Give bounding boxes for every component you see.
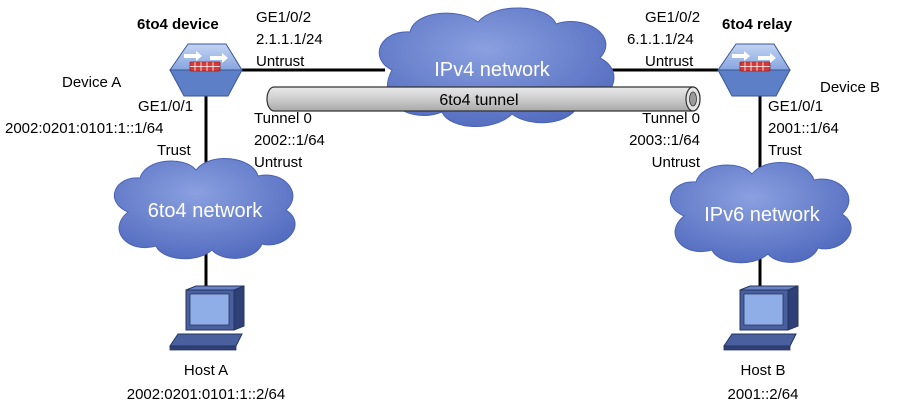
- 6to4-tunnel-pipe: [266, 86, 701, 112]
- device-a-tunnel-zone: Untrust: [254, 154, 303, 171]
- device-b-ge1-interface: GE1/0/1: [768, 98, 823, 115]
- ipv6-network-cloud: [670, 162, 852, 264]
- host-a-ip: 2002:0201:0101:1::2/64: [127, 386, 285, 403]
- device-b-name: Device B: [820, 79, 880, 96]
- 6to4-tunnel-label: 6to4 tunnel: [439, 92, 518, 109]
- device-a-firewall-icon[interactable]: [169, 43, 243, 97]
- device-b-ge2-ip: 6.1.1.1/24: [627, 31, 694, 48]
- device-b-ge2-zone: Untrust: [645, 53, 694, 70]
- 6to4-network-label: 6to4 network: [148, 200, 264, 222]
- host-a-computer-icon[interactable]: [169, 285, 245, 351]
- device-a-ge2-interface: GE1/0/2: [256, 9, 311, 26]
- device-b-role-label: 6to4 relay: [722, 16, 793, 33]
- device-a-ge1-zone: Trust: [157, 142, 191, 159]
- device-b-ge2-interface: GE1/0/2: [645, 9, 700, 26]
- device-a-name: Device A: [62, 74, 121, 91]
- device-a-ge1-ip: 2002:0201:0101:1::1/64: [5, 120, 163, 137]
- host-b-ip: 2001::2/64: [728, 386, 799, 403]
- device-a-tunnel-name: Tunnel 0: [254, 110, 312, 127]
- device-a-tunnel-ip: 2002::1/64: [254, 132, 325, 149]
- device-b-ge1-zone: Trust: [768, 142, 802, 159]
- device-a-role-label: 6to4 device: [137, 16, 219, 33]
- device-b-firewall-icon[interactable]: [717, 43, 791, 97]
- device-b-tunnel-name: Tunnel 0: [642, 110, 700, 127]
- host-a-name: Host A: [184, 362, 228, 379]
- device-b-tunnel-ip: 2003::1/64: [629, 132, 700, 149]
- host-b-name: Host B: [740, 362, 785, 379]
- device-a-ge1-interface: GE1/0/1: [138, 98, 193, 115]
- ipv6-network-label: IPv6 network: [704, 204, 821, 226]
- ipv4-network-label: IPv4 network: [434, 59, 551, 81]
- host-b-computer-icon[interactable]: [723, 285, 799, 351]
- device-b-ge1-ip: 2001::1/64: [768, 120, 839, 137]
- device-b-tunnel-zone: Untrust: [652, 154, 701, 171]
- device-a-ge2-zone: Untrust: [256, 53, 305, 70]
- device-a-ge2-ip: 2.1.1.1/24: [256, 31, 323, 48]
- 6to4-network-cloud: [114, 158, 296, 260]
